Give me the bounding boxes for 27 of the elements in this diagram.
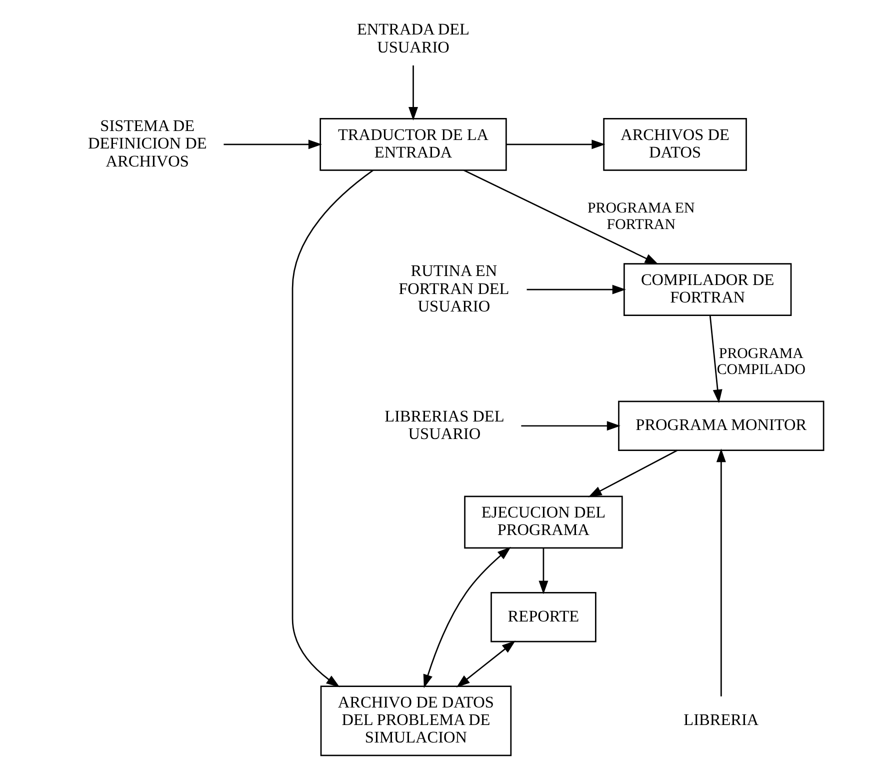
arrow [223, 140, 322, 150]
node-text: SISTEMA DE DEFINICION DE ARCHIVOS [87, 116, 206, 170]
arrow [291, 170, 373, 688]
node-box: EJECUCION DEL PROGRAMA [464, 496, 622, 549]
arrow [408, 65, 418, 121]
arrow [456, 640, 515, 688]
node-box: ARCHIVO DE DATOS DEL PROBLEMA DE SIMULACION [320, 686, 512, 756]
node-box: TRADUCTOR DE LA ENTRADA [319, 118, 506, 171]
node-text: ENTRADA DEL USUARIO [356, 20, 469, 56]
node-text: LIBRERIAS DEL USUARIO [384, 407, 504, 443]
node-box: ARCHIVOS DE DATOS [602, 118, 746, 171]
arrow [463, 170, 658, 264]
arrow [526, 284, 626, 294]
arrow [520, 421, 620, 431]
arrow [708, 315, 722, 404]
node-text: LIBRERIA [683, 711, 758, 730]
arrow [538, 548, 548, 594]
edge-label: PROGRAMA COMPILADO [716, 346, 805, 378]
node-box: COMPILADOR DE FORTRAN [623, 263, 792, 316]
edge-label: PROGRAMA EN FORTRAN [587, 200, 694, 233]
arrow [506, 140, 605, 150]
arrow [588, 450, 678, 498]
node-box: PROGRAMA MONITOR [618, 400, 824, 451]
node-box: REPORTE [490, 592, 596, 642]
arrow [422, 546, 510, 688]
arrow [716, 448, 726, 696]
node-text: RUTINA EN FORTRAN DEL USUARIO [398, 262, 509, 316]
